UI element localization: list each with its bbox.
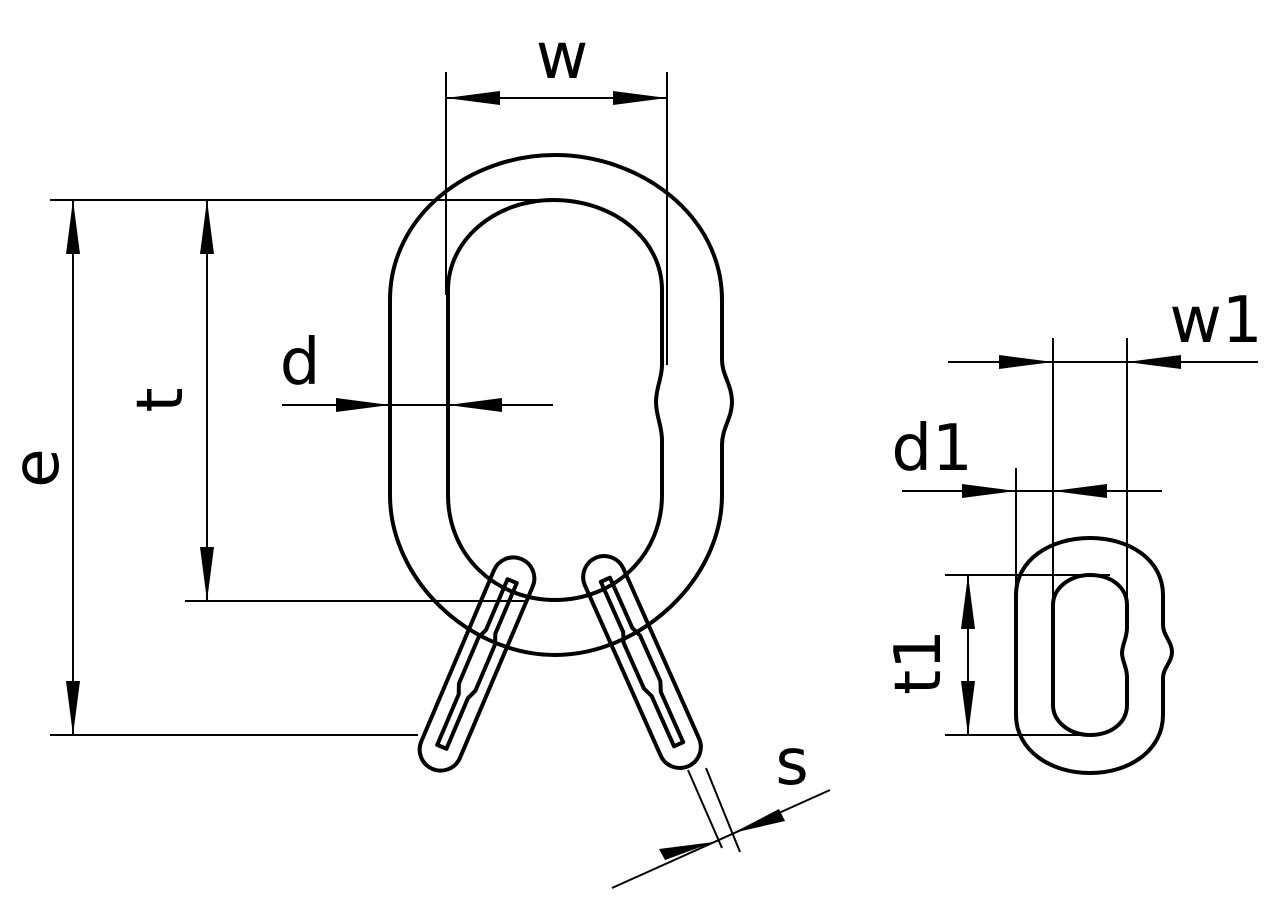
- label-d: d: [280, 326, 321, 400]
- label-t: t: [124, 387, 198, 412]
- small-link-inner: [1051, 573, 1129, 737]
- right-link-outer: [581, 554, 703, 770]
- left-link-inner: [435, 577, 519, 751]
- right-intermediate-link: [581, 554, 703, 770]
- label-e: e: [0, 448, 74, 487]
- master-link-outer: [388, 153, 734, 657]
- dimension-t: [185, 200, 525, 602]
- small-link: [1014, 536, 1174, 775]
- dimension-s: [611, 789, 831, 889]
- left-link-outer: [417, 555, 537, 773]
- label-w1: w1: [1169, 284, 1262, 358]
- label-s: s: [775, 726, 808, 800]
- label-t1: t1: [882, 629, 956, 695]
- right-link-inner: [598, 575, 686, 749]
- dimension-e: [50, 199, 560, 736]
- label-d1: d1: [891, 412, 972, 486]
- dimension-d: [282, 398, 553, 412]
- dimension-w1: [948, 338, 1258, 628]
- dimension-t1: [945, 574, 1110, 736]
- master-link-inner: [446, 198, 664, 602]
- dimension-w: [445, 72, 668, 365]
- left-intermediate-link: [417, 555, 537, 773]
- label-w: w: [536, 20, 588, 94]
- dimension-d1: [902, 468, 1162, 598]
- small-link-outer: [1014, 536, 1174, 775]
- s-extension-lines: [687, 767, 741, 853]
